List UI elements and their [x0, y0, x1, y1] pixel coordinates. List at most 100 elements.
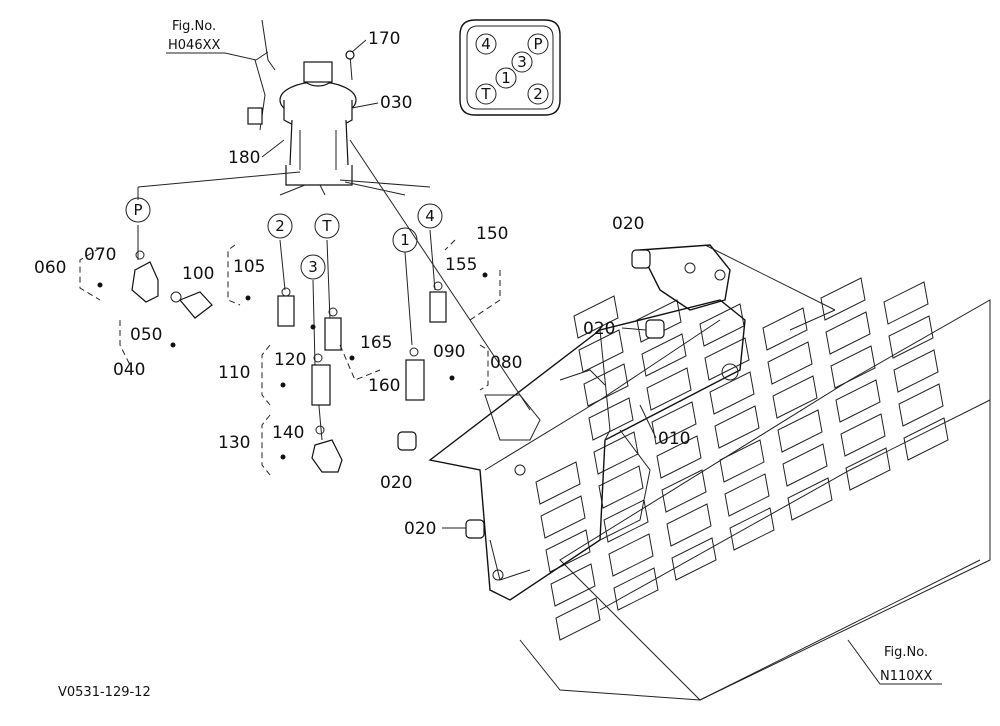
- port-circle-2: [267, 213, 293, 239]
- label-170: 170: [368, 29, 400, 49]
- fig-ref-bottom-number: N110XX: [880, 669, 932, 684]
- label-060: 060: [34, 258, 66, 278]
- grille-cell: [835, 379, 881, 423]
- port-label-t: T: [321, 217, 332, 235]
- footer-code: V0531-129-12: [58, 685, 151, 700]
- port-label-3: 3: [308, 258, 318, 276]
- grille-cell: [588, 397, 634, 441]
- grille-cell: [545, 529, 591, 573]
- grille-cell: [888, 315, 934, 359]
- port-diagram-1: 1: [501, 69, 511, 87]
- grille-cell: [593, 431, 639, 475]
- grille-cell: [782, 443, 828, 487]
- grille-cell: [787, 477, 833, 521]
- grille-cell: [825, 311, 871, 355]
- grille-cell: [903, 417, 949, 461]
- grille-cell: [719, 439, 765, 483]
- grille-cell: [583, 363, 629, 407]
- label-105: 105: [233, 257, 265, 277]
- label-020-d: 020: [404, 519, 436, 539]
- port-label-4: 4: [425, 207, 435, 225]
- grille-cell: [709, 371, 755, 415]
- pilot-valve-030: [247, 19, 357, 186]
- grille-cell: [767, 341, 813, 385]
- label-160: 160: [368, 376, 400, 396]
- label-030: 030: [380, 93, 412, 113]
- fig-ref-top-label: Fig.No.: [172, 19, 216, 34]
- label-040: 040: [113, 360, 145, 380]
- port-circle-t: [314, 213, 340, 239]
- grille-cell: [641, 333, 687, 377]
- grille-lattice: [519, 244, 991, 701]
- port-label-p: P: [133, 201, 142, 219]
- label-010: 010: [658, 429, 690, 449]
- port-diagram-4: 4: [481, 35, 491, 53]
- fig-ref-top-number: H046XX: [168, 38, 220, 53]
- port-circle-3: [300, 254, 326, 280]
- label-020-b: 020: [583, 319, 615, 339]
- label-070: 070: [84, 245, 116, 265]
- grille-cell: [845, 447, 891, 491]
- grille-cell: [724, 473, 770, 517]
- grille-cell: [651, 401, 697, 445]
- label-150: 150: [476, 224, 508, 244]
- grille-cell: [830, 345, 876, 389]
- port-label-2: 2: [275, 217, 285, 235]
- grille-cell: [671, 537, 717, 581]
- grille-cell: [550, 563, 596, 607]
- leader-dots: [97, 272, 488, 460]
- fittings: [131, 249, 665, 539]
- grille-cell: [540, 495, 586, 539]
- grille-cell: [598, 465, 644, 509]
- grille-cell: [636, 299, 682, 343]
- grille-cell: [661, 469, 707, 513]
- label-140: 140: [272, 423, 304, 443]
- grille-cell: [578, 329, 624, 373]
- grille-cell: [613, 567, 659, 611]
- label-020-c: 020: [380, 473, 412, 493]
- label-110: 110: [218, 363, 250, 383]
- frame-bracket-010: [428, 244, 746, 601]
- grille-cell: [840, 413, 886, 457]
- label-090: 090: [433, 342, 465, 362]
- grille-cell: [555, 597, 601, 641]
- fig-ref-bottom: Fig.No. N110XX: [847, 639, 942, 685]
- grille-cell: [603, 499, 649, 543]
- grille-cell: [762, 307, 808, 351]
- label-100: 100: [182, 264, 214, 284]
- label-050: 050: [130, 325, 162, 345]
- grille-cell: [535, 461, 581, 505]
- label-180: 180: [228, 148, 260, 168]
- label-165: 165: [360, 333, 392, 353]
- leader-lines: [137, 51, 531, 441]
- grille-cell: [898, 383, 944, 427]
- port-label-1: 1: [400, 231, 410, 249]
- label-130: 130: [218, 433, 250, 453]
- grille-cell: [666, 503, 712, 547]
- grille-cell: [883, 281, 929, 325]
- port-circle-1: [392, 227, 418, 253]
- port-diagram-t: T: [480, 85, 491, 103]
- port-circle-p: [125, 197, 151, 223]
- fig-ref-top: Fig.No. H046XX: [166, 19, 257, 61]
- grille-cell: [893, 349, 939, 393]
- grille-cell: [777, 409, 823, 453]
- port-layout-diagram: 4 P 1 3 T 2: [459, 19, 561, 116]
- part-labels: 170 030 180 060 070 050 040 100 105 150 …: [34, 29, 690, 539]
- port-circles: P 2 T 3 1 4: [125, 197, 443, 280]
- fig-ref-bottom-label: Fig.No.: [884, 645, 928, 660]
- grille-cell: [699, 303, 745, 347]
- label-080: 080: [490, 353, 522, 373]
- grille-cell: [573, 295, 619, 339]
- port-diagram-2: 2: [533, 85, 543, 103]
- grille-cell: [820, 277, 866, 321]
- grille-cell: [729, 507, 775, 551]
- port-diagram-p: P: [533, 35, 542, 53]
- label-020-a: 020: [612, 214, 644, 234]
- grille-cell: [646, 367, 692, 411]
- port-diagram-3: 3: [517, 53, 527, 71]
- grille-cell: [714, 405, 760, 449]
- label-120: 120: [274, 350, 306, 370]
